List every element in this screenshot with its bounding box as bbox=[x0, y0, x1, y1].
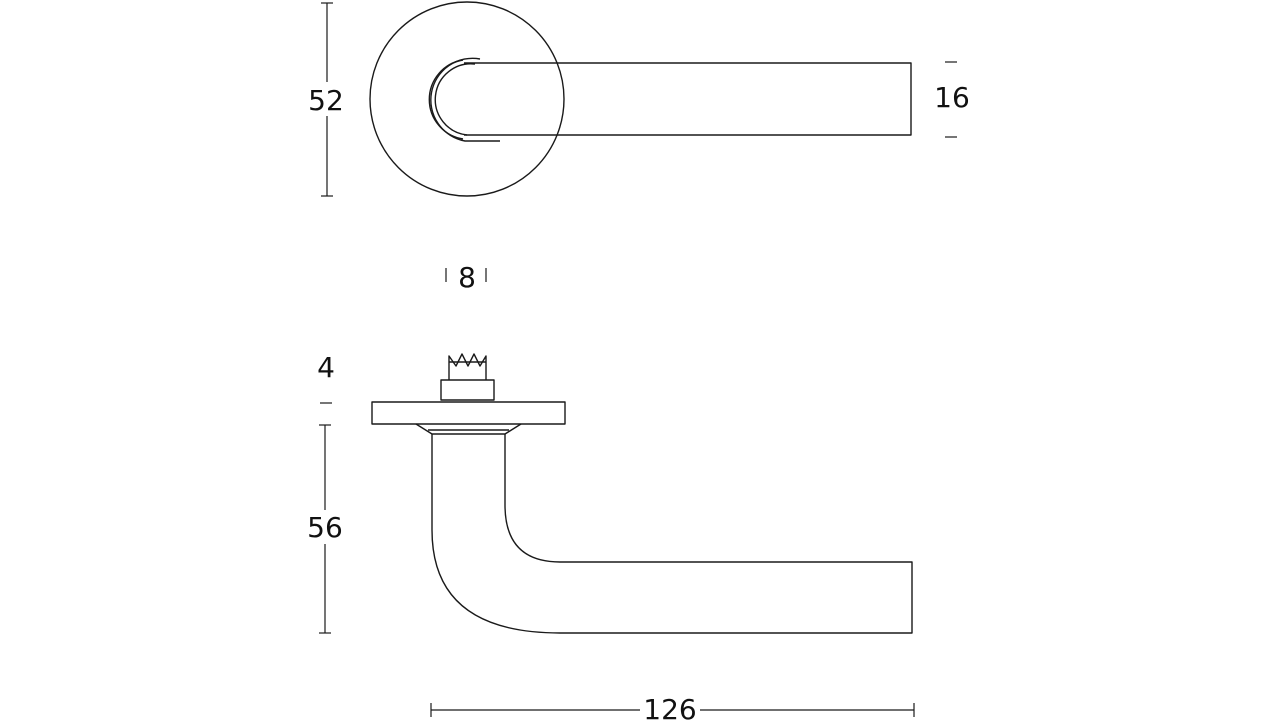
spindle-collar bbox=[440, 379, 495, 401]
dimension-label-rose-thickness: 4 bbox=[317, 351, 335, 384]
lever-neck-inner bbox=[434, 63, 476, 136]
dimension-spindle-width: 8 bbox=[445, 261, 487, 294]
side-view: 4 56 126 bbox=[305, 351, 915, 720]
dimension-lever-length: 126 bbox=[430, 692, 915, 720]
dimension-label-lever-height: 56 bbox=[307, 511, 343, 544]
rose-plate bbox=[371, 401, 566, 425]
dimension-lever-thickness: 16 bbox=[934, 61, 970, 138]
front-view: 52 16 bbox=[306, 1, 970, 197]
dimension-label-lever-length: 126 bbox=[643, 693, 696, 720]
dimension-label-rose-diameter: 52 bbox=[308, 84, 344, 117]
rose-outline bbox=[369, 1, 565, 197]
dimension-rose-diameter: 52 bbox=[306, 2, 346, 197]
dimension-rose-thickness: 4 bbox=[317, 351, 335, 404]
lever-side-outline bbox=[431, 434, 913, 634]
dimension-label-lever-thickness: 16 bbox=[934, 81, 970, 114]
dimension-label-spindle-width: 8 bbox=[458, 261, 476, 294]
lever-neck-rim bbox=[428, 59, 464, 140]
rose-chamfer bbox=[415, 423, 522, 435]
lever-arm-outline bbox=[464, 62, 912, 136]
spindle-serration bbox=[448, 353, 487, 380]
dimension-lever-height: 56 bbox=[305, 424, 345, 634]
